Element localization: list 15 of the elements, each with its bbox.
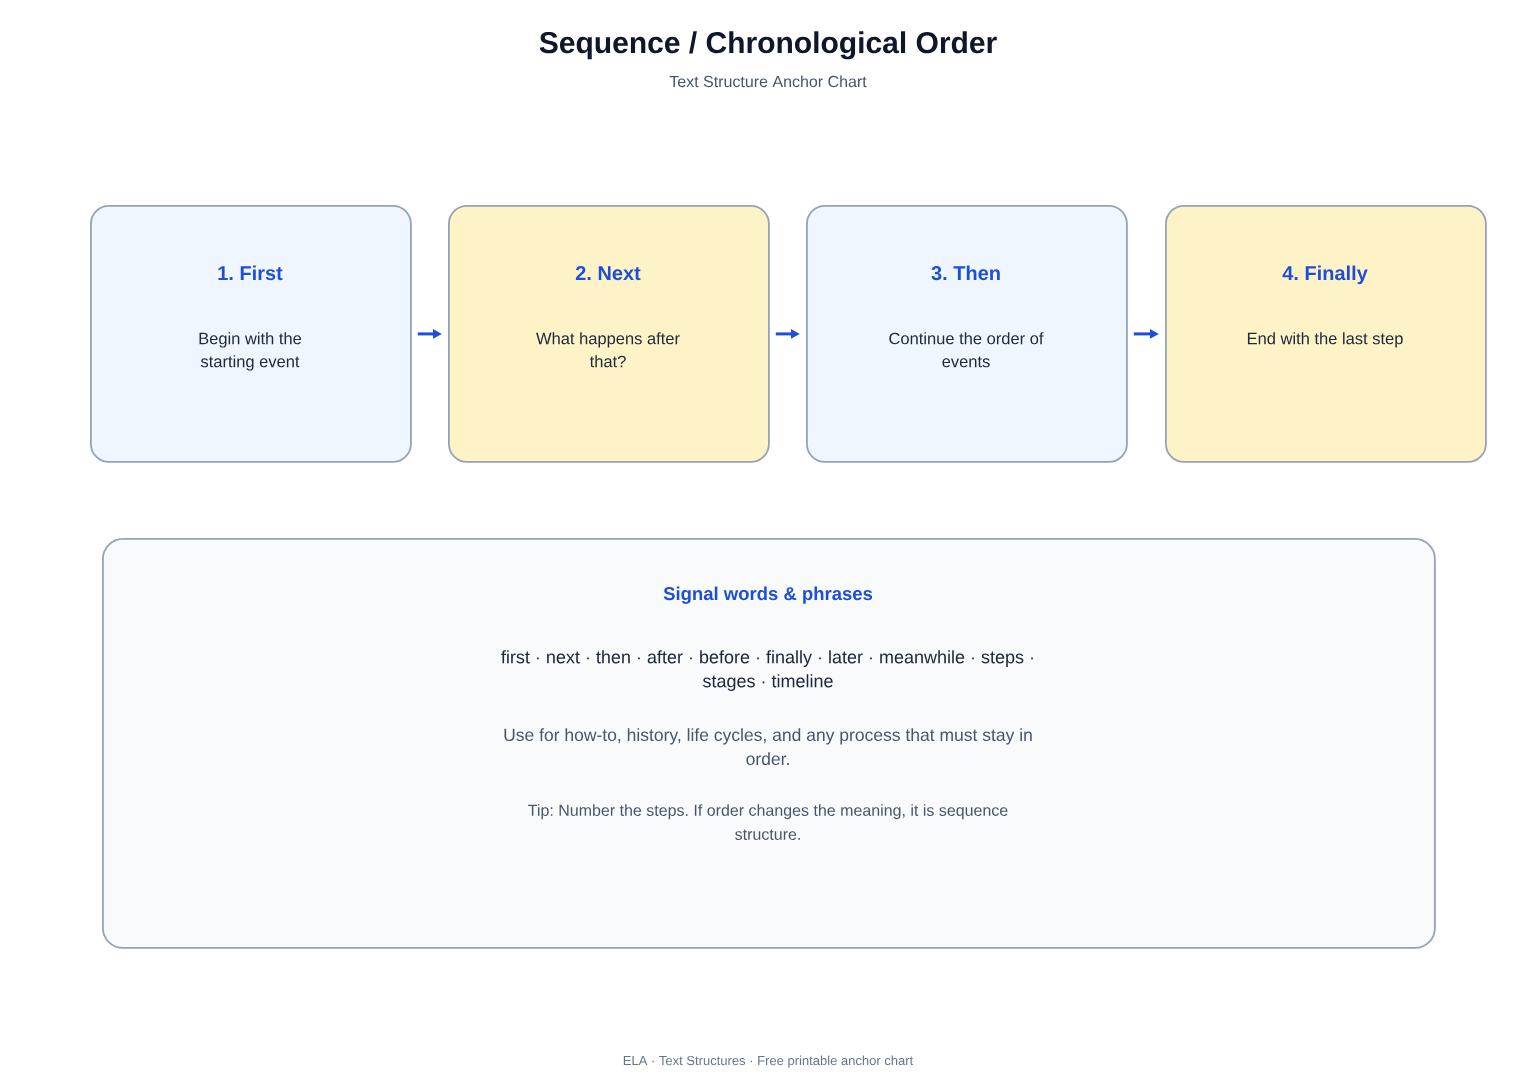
step-heading: 2. Next bbox=[575, 266, 641, 281]
step-heading: 4. Finally bbox=[1282, 265, 1368, 285]
subtitle: Text Structure Anchor Chart bbox=[669, 75, 867, 88]
step-description: What happens after that? bbox=[536, 332, 680, 368]
usage-note: Use for how-to, history, life cycles, and any process that must stay in order. bbox=[504, 728, 1032, 766]
step-heading: 3. Then bbox=[931, 265, 1000, 281]
tip-note: Tip: Number the steps. If order changes the meaning, it is sequence structure. bbox=[528, 804, 1008, 840]
step-heading: 1. First bbox=[218, 265, 283, 281]
panel-heading: Signal words & phrases bbox=[663, 586, 873, 604]
step-description: Begin with the starting event bbox=[199, 332, 302, 371]
step-description: Continue the order of events bbox=[889, 332, 1044, 368]
title: Sequence / Chronological Order bbox=[539, 31, 997, 60]
signal-word-list: first · next · then · after · before · finally · later · meanwhile · steps · stages · timeline bbox=[501, 650, 1033, 691]
footer-text: ELA · Text Structures · Free printable anchor chart bbox=[623, 1055, 914, 1068]
step-description: End with the last step bbox=[1247, 332, 1403, 348]
